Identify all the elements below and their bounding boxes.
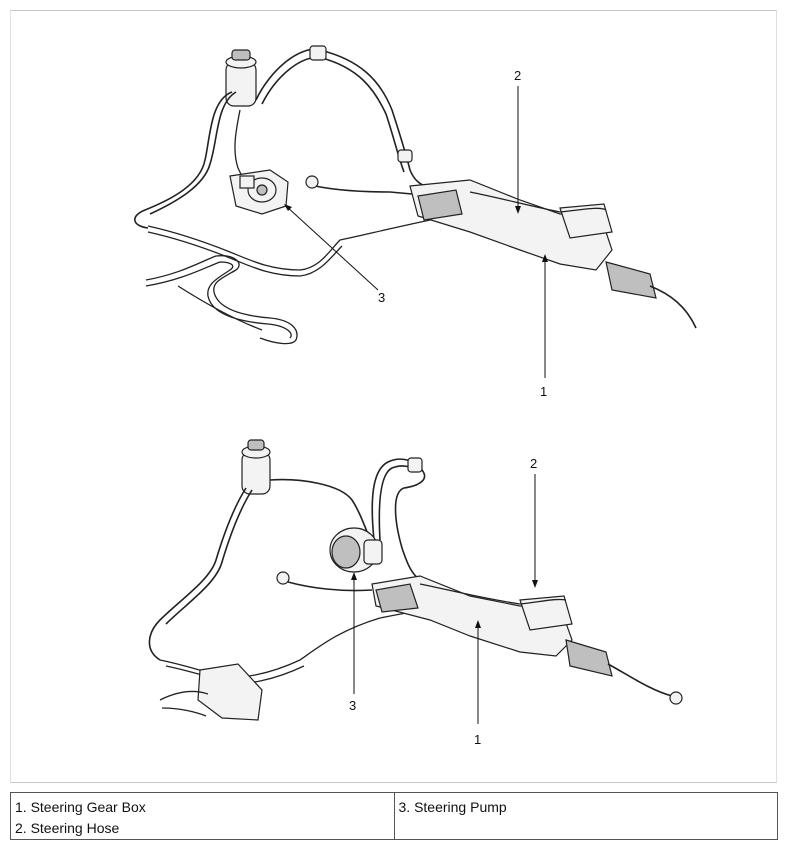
bottom-callout-2: 2	[530, 456, 537, 471]
top-cooler-line	[147, 217, 441, 271]
legend-item-steering-pump: 3. Steering Pump	[398, 799, 507, 815]
top-valve-lines	[469, 191, 607, 213]
figure-frame	[10, 10, 777, 783]
top-tie-rod-right	[649, 285, 697, 329]
top-cooler-line-2	[147, 231, 343, 277]
top-cooler-loop	[145, 255, 298, 345]
top-return-hose-2	[149, 91, 237, 215]
bottom-tie-rod-end-right	[669, 691, 683, 705]
top-pressure-hose	[255, 48, 431, 189]
top-callout-3: 3	[378, 290, 385, 305]
bottom-return-hose-2	[165, 489, 253, 625]
bottom-tie-rod-right	[607, 663, 673, 697]
legend-column-right: 3. Steering Pump	[393, 793, 778, 839]
top-tie-rod-left	[305, 183, 413, 195]
bottom-pressure-hose	[269, 478, 373, 545]
top-reservoir	[225, 49, 257, 107]
legend-item-steering-hose: 2. Steering Hose	[15, 820, 120, 836]
top-return-hose	[134, 91, 233, 229]
top-callout-1: 1	[540, 384, 547, 399]
bottom-callout-3: 3	[349, 698, 356, 713]
legend-item-steering-gear-box: 1. Steering Gear Box	[15, 799, 146, 815]
bottom-return-hose	[148, 487, 247, 661]
top-hose-clamp	[309, 45, 327, 61]
bottom-pressure-loop	[371, 458, 426, 581]
legend-table: 1. Steering Gear Box 2. Steering Hose 3.…	[10, 792, 778, 840]
bottom-gear-box	[371, 575, 613, 677]
bottom-assembly: 2 1 3	[148, 439, 683, 747]
legend-column-left: 1. Steering Gear Box 2. Steering Hose	[11, 793, 394, 839]
bottom-tie-rod-end-left	[276, 571, 290, 585]
top-assembly: 2 1 3	[134, 45, 697, 399]
top-cooler-loop-2	[145, 261, 292, 339]
bottom-pump	[329, 527, 383, 573]
bottom-valve-lines	[419, 583, 567, 605]
bottom-reservoir	[241, 439, 271, 495]
top-hose-clamp-2	[397, 149, 413, 163]
bottom-callout-1: 1	[474, 732, 481, 747]
top-tie-rod-end-left	[305, 175, 319, 189]
top-cooler-tube	[177, 285, 263, 331]
top-pump	[229, 169, 289, 215]
top-pressure-hose-2	[261, 56, 405, 173]
bottom-cooler-line	[159, 607, 441, 678]
bottom-hose-clamp	[407, 457, 423, 473]
steering-system-diagram: 2 1 3	[134, 45, 697, 747]
bottom-cooler	[159, 663, 263, 721]
top-gear-box	[409, 179, 657, 299]
top-leader-3	[285, 205, 379, 291]
top-callout-2: 2	[514, 68, 521, 83]
bottom-tie-rod-left	[287, 581, 373, 592]
